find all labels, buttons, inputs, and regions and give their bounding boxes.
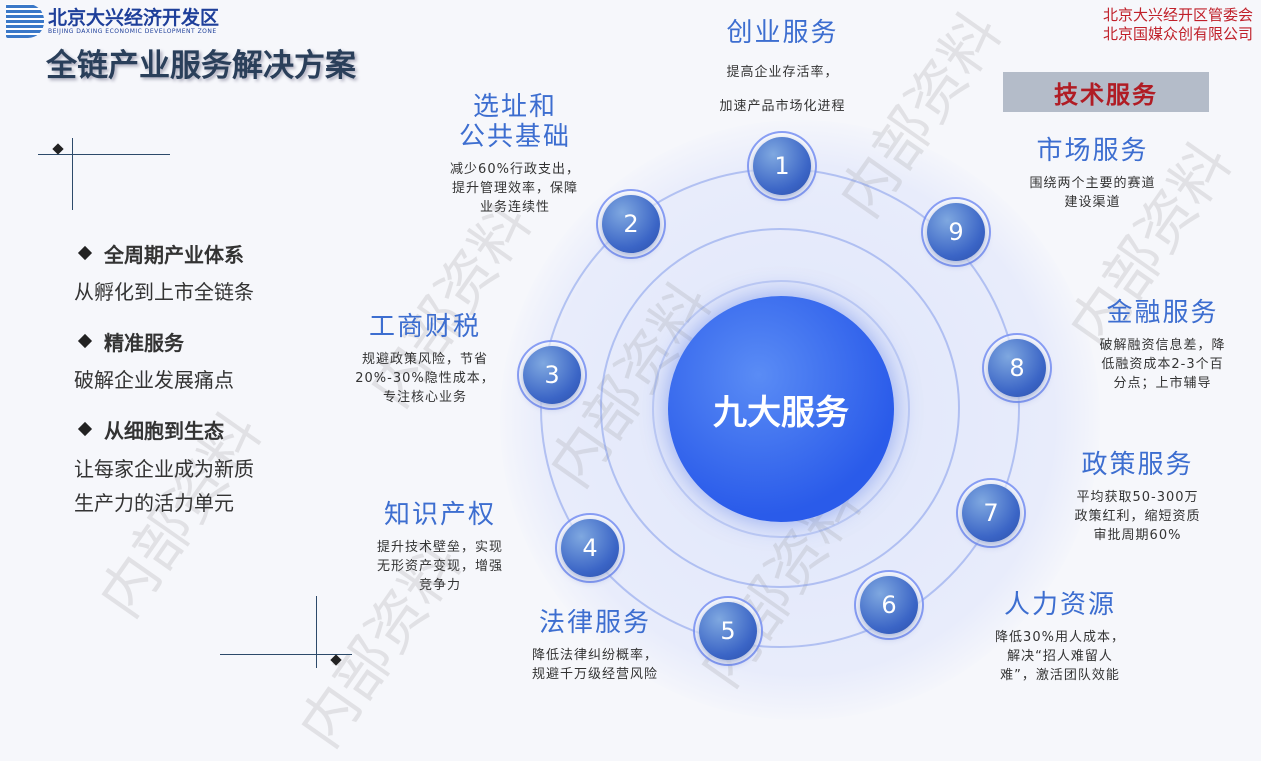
node-number: 5: [699, 602, 757, 660]
logo-cn: 北京大兴经济开发区: [48, 6, 220, 29]
feature-heading: 全周期产业体系: [77, 238, 254, 268]
service-title: 创业服务: [726, 18, 839, 48]
service-desc-line: 无形资产变现，增强: [376, 559, 503, 574]
service-desc-line: 低融资成本2-3个百: [1101, 357, 1224, 372]
service-desc-line: 政策红利，缩短资质: [1074, 509, 1201, 524]
logo-icon: [6, 4, 44, 38]
diamond-icon: [52, 143, 64, 155]
service-node-8: 8: [982, 333, 1052, 403]
service-desc-line: 提升技术壁垒，实现: [376, 540, 503, 555]
service-desc-line: 提升管理效率，保障: [451, 181, 578, 196]
service-node-3: 3: [517, 340, 587, 410]
service-title: 市场服务: [1036, 136, 1149, 166]
feature-body: 让每家企业成为新质: [74, 457, 254, 481]
service-label-4: 知识产权提升技术壁垒，实现无形资产变现，增强竞争力: [355, 500, 525, 595]
service-title: 选址和 公共基础: [458, 92, 571, 152]
feature-body: 生产力的活力单元: [74, 491, 234, 515]
service-desc-line: 建设渠道: [1064, 195, 1121, 210]
node-number: 4: [561, 519, 619, 577]
service-label-8: 金融服务破解融资信息差，降低融资成本2-3个百分点；上市辅导: [1075, 298, 1250, 393]
diamond-icon: [77, 245, 93, 261]
service-node-1: 1: [747, 131, 817, 201]
organizations: 北京大兴经开区管委会 北京国媒众创有限公司: [1103, 6, 1253, 44]
service-label-6: 人力资源降低30%用人成本， 解决“招人难留人难”，激活团队效能: [965, 590, 1155, 685]
node-number: 1: [753, 137, 811, 195]
service-title: 法律服务: [538, 608, 651, 638]
divider: [38, 154, 170, 155]
logo: 北京大兴经济开发区 BEIJING DAXING ECONOMIC DEVELO…: [6, 4, 219, 38]
service-desc-line: 业务连续性: [479, 200, 550, 215]
service-desc-line: 加速产品市场化进程: [719, 99, 846, 114]
feature-list: 全周期产业体系 从孵化到上市全链条 精准服务 破解企业发展痛点 从细胞到生态 让…: [74, 228, 254, 520]
service-desc-line: 降低30%用人成本，: [995, 630, 1125, 645]
divider: [220, 654, 352, 655]
service-label-3: 工商财税规避政策风险，节省 20%-30%隐性成本， 专注核心业务: [340, 312, 510, 407]
service-label-7: 政策服务平均获取50-300万政策红利，缩短资质审批周期60%: [1050, 450, 1225, 545]
tech-service-label: 技术服务: [1003, 72, 1209, 112]
service-desc-line: 规避千万级经营风险: [531, 667, 658, 682]
node-number: 3: [523, 346, 581, 404]
node-number: 2: [602, 195, 660, 253]
org-line: 北京国媒众创有限公司: [1102, 25, 1253, 43]
feature-body: 从孵化到上市全链条: [74, 280, 254, 304]
service-node-6: 6: [854, 570, 924, 640]
diamond-icon: [77, 333, 93, 349]
service-desc-line: 围绕两个主要的赛道: [1029, 176, 1156, 191]
diamond-icon: [330, 654, 342, 666]
node-number: 8: [988, 339, 1046, 397]
service-label-2: 选址和 公共基础减少60%行政支出， 提升管理效率，保障业务连续性: [400, 92, 630, 217]
service-desc-line: 规避政策风险，节省: [361, 352, 488, 367]
middle-ring: [600, 228, 960, 588]
divider: [72, 138, 73, 210]
service-desc-line: 专注核心业务: [382, 390, 467, 405]
node-number: 9: [927, 203, 985, 261]
node-number: 6: [860, 576, 918, 634]
service-title: 工商财税: [368, 312, 481, 342]
service-desc-line: 20%-30%隐性成本，: [355, 371, 495, 386]
service-node-5: 5: [693, 596, 763, 666]
service-desc-line: 审批周期60%: [1093, 528, 1182, 543]
org-line: 北京大兴经开区管委会: [1102, 6, 1253, 24]
diamond-icon: [77, 421, 93, 437]
feature-heading: 从细胞到生态: [77, 414, 254, 444]
inner-ring: [652, 280, 910, 538]
divider: [316, 596, 317, 668]
service-desc-line: 竞争力: [418, 578, 461, 593]
service-label-1: 创业服务提高企业存活率， 加速产品市场化进程: [700, 18, 865, 124]
feature-heading: 精准服务: [77, 326, 254, 356]
service-desc-line: 分点；上市辅导: [1113, 376, 1212, 391]
center-circle: 九大服务: [668, 296, 894, 522]
service-title: 政策服务: [1081, 450, 1194, 480]
service-label-9: 市场服务围绕两个主要的赛道建设渠道: [1005, 136, 1180, 212]
service-desc-line: 减少60%行政支出，: [450, 162, 580, 177]
logo-en: BEIJING DAXING ECONOMIC DEVELOPMENT ZONE: [48, 27, 217, 35]
service-desc-line: 提高企业存活率，: [726, 65, 839, 80]
service-label-5: 法律服务降低法律纠纷概率， 规避千万级经营风险: [510, 608, 680, 684]
service-desc-line: 破解融资信息差，降: [1099, 338, 1226, 353]
service-title: 知识产权: [383, 500, 496, 530]
feature-body: 破解企业发展痛点: [74, 368, 234, 392]
service-desc-line: 平均获取50-300万: [1076, 490, 1199, 505]
service-desc-line: 解决“招人难留人: [1007, 649, 1113, 664]
service-node-4: 4: [555, 513, 625, 583]
service-node-7: 7: [956, 478, 1026, 548]
service-node-2: 2: [596, 189, 666, 259]
service-title: 人力资源: [1003, 590, 1116, 620]
page-title: 全链产业服务解决方案: [46, 48, 356, 84]
service-node-9: 9: [921, 197, 991, 267]
service-desc-line: 降低法律纠纷概率，: [531, 648, 658, 663]
node-number: 7: [962, 484, 1020, 542]
service-desc-line: 难”，激活团队效能: [1000, 668, 1120, 683]
service-title: 金融服务: [1106, 298, 1219, 328]
